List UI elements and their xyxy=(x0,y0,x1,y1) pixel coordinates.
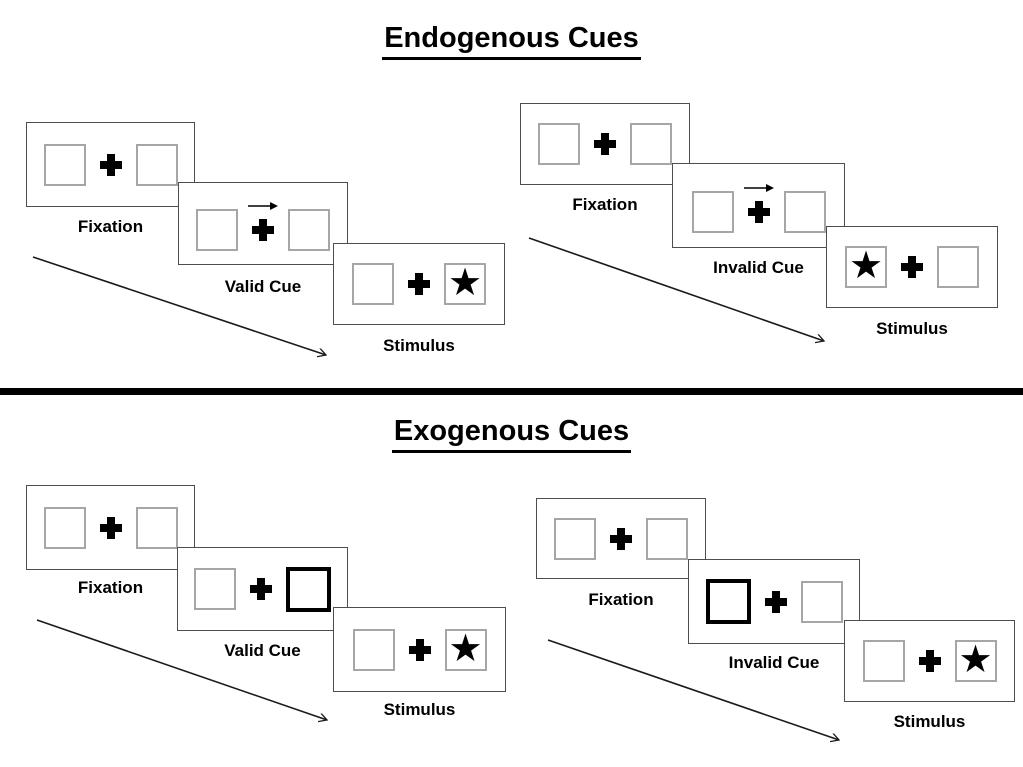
left-box-highlighted xyxy=(705,579,751,624)
stimulus-card: ★ xyxy=(844,620,1015,702)
fixation-card xyxy=(536,498,706,579)
section-title-endogenous: Endogenous Cues xyxy=(0,22,1023,60)
star-icon: ★ xyxy=(447,262,483,304)
right-box xyxy=(630,123,672,165)
right-box xyxy=(800,580,843,623)
left-box xyxy=(862,640,905,682)
fixation-cross-icon xyxy=(250,578,272,600)
step-label-cue: Valid Cue xyxy=(224,277,302,296)
left-box: ★ xyxy=(845,246,887,288)
right-box-highlighted xyxy=(286,566,331,612)
stimulus-card: ★ xyxy=(333,243,505,325)
right-box xyxy=(135,143,178,186)
step-label-fixation: Fixation xyxy=(77,578,144,597)
star-icon: ★ xyxy=(448,627,483,670)
stimulus-card: ★ xyxy=(333,607,506,692)
invalid-cue-card xyxy=(688,559,860,644)
right-box xyxy=(646,517,688,560)
step-label-cue: Invalid Cue xyxy=(728,653,820,672)
fixation-card xyxy=(26,122,195,207)
timeline-arrow-endogenous-valid xyxy=(32,256,326,355)
step-label-fixation: Fixation xyxy=(572,195,638,214)
central-cue xyxy=(248,201,278,241)
step-label-cue: Invalid Cue xyxy=(713,258,804,277)
fixation-card xyxy=(520,103,690,185)
right-box xyxy=(783,190,826,233)
left-box xyxy=(352,628,395,671)
right-box xyxy=(288,208,330,251)
right-box xyxy=(937,246,979,288)
left-box xyxy=(43,506,86,549)
left-box xyxy=(691,190,734,233)
fixation-cross-icon xyxy=(594,133,616,155)
step-label-fixation: Fixation xyxy=(77,217,144,236)
right-box: ★ xyxy=(444,627,487,671)
valid-cue-card xyxy=(178,182,348,265)
right-box: ★ xyxy=(444,263,486,305)
stimulus-card: ★ xyxy=(826,226,998,308)
cue-arrow-right-icon xyxy=(743,182,775,194)
step-label-stimulus: Stimulus xyxy=(893,712,966,731)
timeline-arrow-exogenous-valid xyxy=(36,619,327,720)
right-box: ★ xyxy=(954,639,997,682)
step-label-stimulus: Stimulus xyxy=(876,319,948,338)
fixation-cross-icon xyxy=(99,516,122,539)
step-label-cue: Valid Cue xyxy=(224,641,301,660)
fixation-cross-icon xyxy=(408,638,431,661)
left-box xyxy=(554,517,596,560)
page-title: Exogenous Cues xyxy=(391,415,632,453)
cue-arrow-right-icon xyxy=(247,200,279,212)
step-label-stimulus: Stimulus xyxy=(383,700,456,719)
fixation-cross-icon xyxy=(99,153,122,176)
fixation-cross-icon xyxy=(918,650,941,672)
fixation-card xyxy=(26,485,195,570)
step-label-stimulus: Stimulus xyxy=(383,336,455,355)
left-box xyxy=(43,143,86,186)
page-title: Endogenous Cues xyxy=(382,22,641,60)
valid-cue-card xyxy=(177,547,348,631)
section-divider xyxy=(0,388,1023,395)
central-cue xyxy=(743,183,774,223)
fixation-cross-icon xyxy=(764,590,787,613)
timeline-arrow-endogenous-invalid xyxy=(528,237,824,341)
section-title-exogenous: Exogenous Cues xyxy=(0,415,1023,453)
star-icon: ★ xyxy=(848,245,884,287)
left-box xyxy=(352,263,394,305)
fixation-cross-icon xyxy=(408,273,430,295)
fixation-cross-icon xyxy=(610,527,632,550)
step-label-fixation: Fixation xyxy=(588,590,654,609)
left-box xyxy=(194,568,236,610)
left-box xyxy=(196,208,238,251)
right-box xyxy=(135,506,178,549)
star-icon: ★ xyxy=(958,639,993,681)
fixation-cross-icon xyxy=(901,256,923,278)
invalid-cue-card xyxy=(672,163,845,248)
left-box xyxy=(538,123,580,165)
